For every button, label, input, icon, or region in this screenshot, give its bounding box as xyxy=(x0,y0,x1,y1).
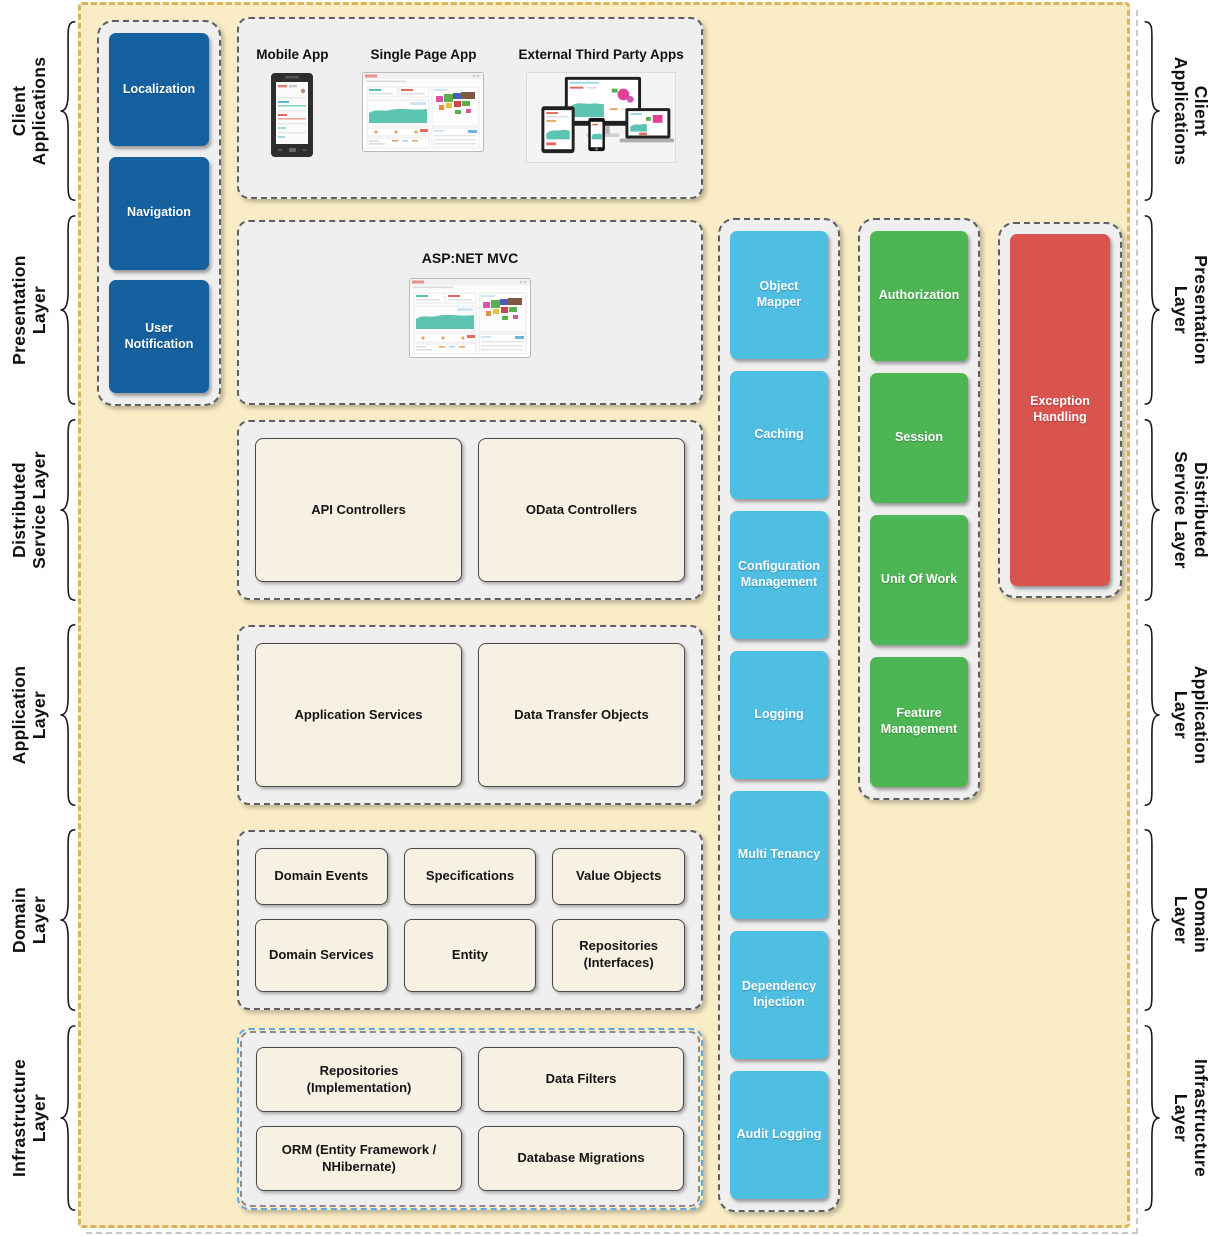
feature-box-navigation: Navigation xyxy=(109,156,209,270)
feature-box-exception-handling: Exception Handling xyxy=(1010,234,1110,586)
domain-panel: Domain Events Specifications Value Objec… xyxy=(237,830,703,1010)
feature-box-logging: Logging xyxy=(730,651,828,779)
feature-box-caching: Caching xyxy=(730,371,828,499)
feature-box-object-mapper: Object Mapper xyxy=(730,231,828,359)
box-domain-services: Domain Services xyxy=(255,918,388,992)
aspnet-mvc-title: ASP:NET MVC xyxy=(421,250,519,266)
box-value-objects: Value Objects xyxy=(552,848,685,905)
brace-left-client-applications xyxy=(56,20,78,202)
box-odata-controllers: OData Controllers xyxy=(478,438,685,582)
box-repositories-implementation: Repositories (Implementation) xyxy=(256,1047,462,1112)
exception-panel: Exception Handling xyxy=(998,222,1122,598)
box-domain-events: Domain Events xyxy=(255,848,388,905)
external-apps-image xyxy=(541,76,675,154)
mobile-app-image xyxy=(271,73,314,157)
infrastructure-panel-inner: Repositories (Implementation) Data Filte… xyxy=(240,1031,700,1207)
box-repositories-interfaces: Repositories (Interfaces) xyxy=(552,918,685,992)
mobile-app-title: Mobile App xyxy=(256,47,329,62)
ui-features-stack: Localization Navigation User Notificatio… xyxy=(97,20,221,406)
client-apps-panel: Mobile App xyxy=(237,17,703,199)
box-orm: ORM (Entity Framework / NHibernate) xyxy=(256,1126,462,1191)
brace-left-domain-layer xyxy=(56,828,78,1012)
feature-box-feature-management: Feature Management xyxy=(870,657,968,787)
single-page-app-image xyxy=(362,72,485,152)
feature-box-localization: Localization xyxy=(109,33,209,146)
board-shadow-border xyxy=(86,10,1138,1234)
brace-right-client-applications xyxy=(1142,20,1164,202)
cross-cutting-stack: Object Mapper Caching Configuration Mana… xyxy=(718,218,840,1212)
external-apps-image-frame xyxy=(526,72,677,163)
feature-box-configuration-management: Configuration Management xyxy=(730,511,828,639)
aspnet-mvc-image xyxy=(409,278,531,358)
brace-right-presentation-layer xyxy=(1142,214,1164,406)
brace-right-infrastructure-layer xyxy=(1142,1024,1164,1212)
box-application-services: Application Services xyxy=(255,643,462,787)
brace-left-distributed-service-layer xyxy=(56,418,78,602)
infrastructure-panel: Repositories (Implementation) Data Filte… xyxy=(237,1028,703,1210)
distributed-panel: API Controllers OData Controllers xyxy=(237,420,703,600)
feature-box-multi-tenancy: Multi Tenancy xyxy=(730,791,828,919)
box-entity: Entity xyxy=(403,918,537,992)
brace-right-distributed-service-layer xyxy=(1142,418,1164,602)
box-database-migrations: Database Migrations xyxy=(478,1126,684,1191)
feature-box-audit-logging: Audit Logging xyxy=(730,1071,828,1199)
box-specifications: Specifications xyxy=(403,848,537,905)
security-stack: Authorization Session Unit Of Work Featu… xyxy=(858,218,980,800)
feature-box-user-notification: User Notification xyxy=(109,280,209,393)
brace-right-application-layer xyxy=(1142,623,1164,807)
feature-box-authorization: Authorization xyxy=(870,231,968,361)
box-data-filters: Data Filters xyxy=(478,1047,684,1112)
mobile-app-column: Mobile App xyxy=(256,47,328,158)
brace-left-infrastructure-layer xyxy=(56,1024,78,1212)
external-apps-column: External Third Party Apps xyxy=(518,47,684,163)
box-api-controllers: API Controllers xyxy=(255,438,462,582)
brace-left-application-layer xyxy=(56,623,78,807)
brace-right-domain-layer xyxy=(1142,828,1164,1012)
feature-box-unit-of-work: Unit Of Work xyxy=(870,515,968,645)
single-page-app-column: Single Page App xyxy=(362,47,485,152)
feature-box-dependency-injection: Dependency Injection xyxy=(730,931,828,1059)
external-apps-title: External Third Party Apps xyxy=(518,47,684,62)
single-page-app-title: Single Page App xyxy=(370,47,477,62)
brace-left-presentation-layer xyxy=(56,214,78,406)
presentation-panel: ASP:NET MVC xyxy=(237,220,703,405)
box-data-transfer-objects: Data Transfer Objects xyxy=(478,643,685,787)
application-panel: Application Services Data Transfer Objec… xyxy=(237,625,703,805)
feature-box-session: Session xyxy=(870,373,968,503)
